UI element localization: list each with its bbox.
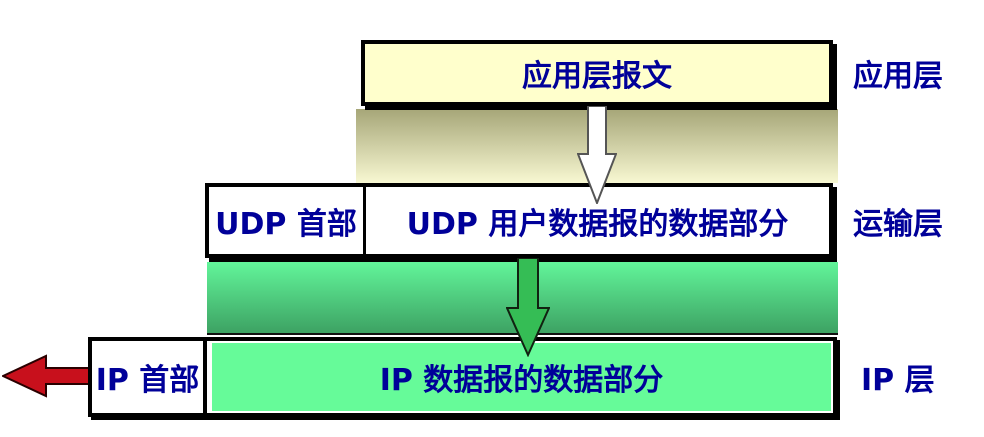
application-message-box: 应用层报文 <box>361 40 833 106</box>
down-arrow-green-icon <box>506 258 550 357</box>
application-layer-label-text: 应用层 <box>853 59 943 94</box>
udp-header-cell: UDP 首部 <box>209 187 366 254</box>
udp-header-text: UDP 首部 <box>215 206 357 242</box>
ip-data-text: IP 数据报的数据部分 <box>379 363 664 398</box>
ip-data-cell: IP 数据报的数据部分 <box>212 343 831 411</box>
layer-label-transport: 运输层 <box>853 183 983 258</box>
ip-layer-label-text: IP 层 <box>861 363 935 398</box>
ip-header-text: IP 首部 <box>95 363 200 398</box>
left-arrow-red-icon <box>2 354 90 398</box>
layer-label-ip: IP 层 <box>861 337 984 417</box>
transport-layer-label-text: 运输层 <box>853 206 943 242</box>
layer-label-application: 应用层 <box>853 40 983 106</box>
down-arrow-white-icon <box>577 106 617 204</box>
ip-header-cell: IP 首部 <box>92 341 207 413</box>
udp-datagram-box: UDP 首部 UDP 用户数据报的数据部分 <box>205 183 833 258</box>
udp-data-cell: UDP 用户数据报的数据部分 <box>366 187 829 254</box>
application-message-text: 应用层报文 <box>522 59 672 94</box>
ip-datagram-box: IP 首部 IP 数据报的数据部分 <box>88 337 837 417</box>
udp-data-text: UDP 用户数据报的数据部分 <box>406 206 789 242</box>
